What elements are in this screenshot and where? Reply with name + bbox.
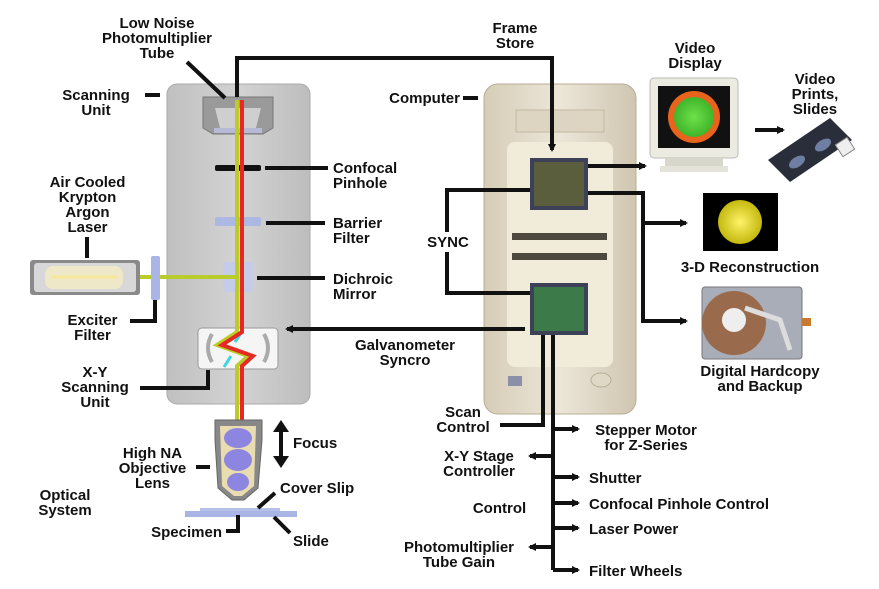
connector-lines <box>85 56 785 574</box>
label-xy-scanning-unit: X-Y Scanning Unit <box>61 364 129 411</box>
label-dichroic-mirror: Dichroic Mirror <box>333 271 394 303</box>
label-cover-slip: Cover Slip <box>280 480 355 497</box>
label-frame-store: Frame Store <box>492 20 538 52</box>
label-optical-system: Optical System <box>38 487 92 519</box>
label-barrier-filter: Barrier Filter <box>333 215 383 247</box>
label-xy-stage: X-Y Stage Controller <box>443 448 515 480</box>
label-specimen: Specimen <box>151 524 222 541</box>
label-pmt-gain: Photomultiplier Tube Gain <box>404 539 514 571</box>
video-cassette <box>768 118 856 182</box>
label-focus: Focus <box>293 435 338 452</box>
label-sync: SYNC <box>427 234 469 251</box>
label-galvanometer-syncro: Galvanometer Syncro <box>354 337 456 369</box>
label-3d-reconstruction: 3-D Reconstruction <box>680 259 820 276</box>
label-computer: Computer <box>389 90 460 107</box>
label-video-prints: Video Prints, Slides <box>791 71 839 118</box>
cover-slip <box>200 508 280 511</box>
objective-lens <box>214 419 263 501</box>
label-video-display: Video Display <box>668 40 722 72</box>
label-pmt: Low Noise Photomultiplier Tube <box>102 15 212 62</box>
label-slide: Slide <box>293 533 329 550</box>
label-objective: High NA Objective Lens <box>118 445 187 492</box>
hard-disk-drive <box>701 286 811 360</box>
label-control: Control <box>472 500 527 517</box>
label-laser-power: Laser Power <box>589 521 679 538</box>
label-stepper-motor: Stepper Motor for Z-Series <box>595 422 697 454</box>
label-shutter: Shutter <box>589 470 642 487</box>
label-scanning-unit: Scanning Unit <box>62 87 130 119</box>
label-hardcopy: Digital Hardcopy and Backup <box>700 363 820 395</box>
label-confocal-pinhole: Confocal Pinhole <box>333 160 398 192</box>
label-filter-wheels: Filter Wheels <box>589 563 683 580</box>
label-laser: Air Cooled Krypton Argon Laser <box>49 174 126 236</box>
computer-case <box>483 83 637 415</box>
video-display-monitor <box>649 77 739 172</box>
exciter-filter <box>151 256 160 300</box>
3d-reconstruction-image <box>703 193 778 251</box>
label-pinhole-control: Confocal Pinhole Control <box>589 496 769 513</box>
focus-arrow-icon <box>273 420 289 468</box>
slide <box>185 511 297 517</box>
label-exciter-filter: Exciter Filter <box>67 312 118 344</box>
label-scan-control: Scan Control <box>436 404 490 436</box>
krypton-argon-laser <box>30 260 140 295</box>
